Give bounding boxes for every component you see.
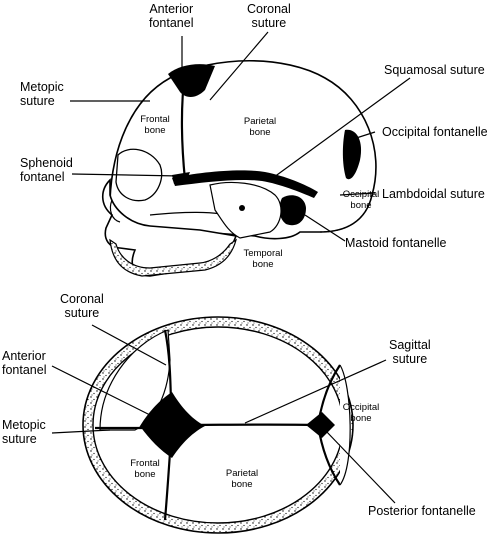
label-frontal-bone-lateral: Frontal bone	[140, 114, 170, 136]
label-temporal-bone: Temporal bone	[243, 248, 283, 270]
lateral-skull	[101, 60, 377, 277]
label-posterior-fontanelle: Posterior fontanelle	[368, 504, 476, 518]
label-squamosal-suture: Squamosal suture	[384, 63, 485, 77]
lateral-leaders	[70, 31, 411, 242]
label-occipital-fontanelle: Occipital fontanelle	[382, 125, 488, 139]
label-parietal-bone-top: Parietal bone	[225, 468, 259, 490]
top-leaders	[51, 324, 396, 504]
label-metopic-suture-lateral: Metopic suture	[20, 80, 64, 108]
label-coronal-suture-lateral: Coronal suture	[247, 2, 291, 30]
label-occipital-bone-top: Occipital bone	[342, 402, 380, 424]
label-sphenoid-fontanel: Sphenoid fontanel	[20, 156, 73, 184]
label-anterior-fontanel-top: Anterior fontanel	[2, 349, 47, 377]
label-mastoid-fontanelle: Mastoid fontanelle	[345, 236, 447, 250]
label-sagittal-suture: Sagittal suture	[389, 338, 431, 366]
label-occipital-bone-lateral: Occipital bone	[342, 189, 380, 211]
label-metopic-suture-top: Metopic suture	[2, 418, 46, 446]
label-frontal-bone-top: Frontal bone	[130, 458, 160, 480]
label-coronal-suture-top: Coronal suture	[60, 292, 104, 320]
label-parietal-bone-lateral: Parietal bone	[243, 116, 277, 138]
label-lambdoidal-suture: Lambdoidal suture	[382, 187, 485, 201]
label-anterior-fontanel-lateral: Anterior fontanel	[149, 2, 194, 30]
top-skull	[82, 316, 354, 534]
